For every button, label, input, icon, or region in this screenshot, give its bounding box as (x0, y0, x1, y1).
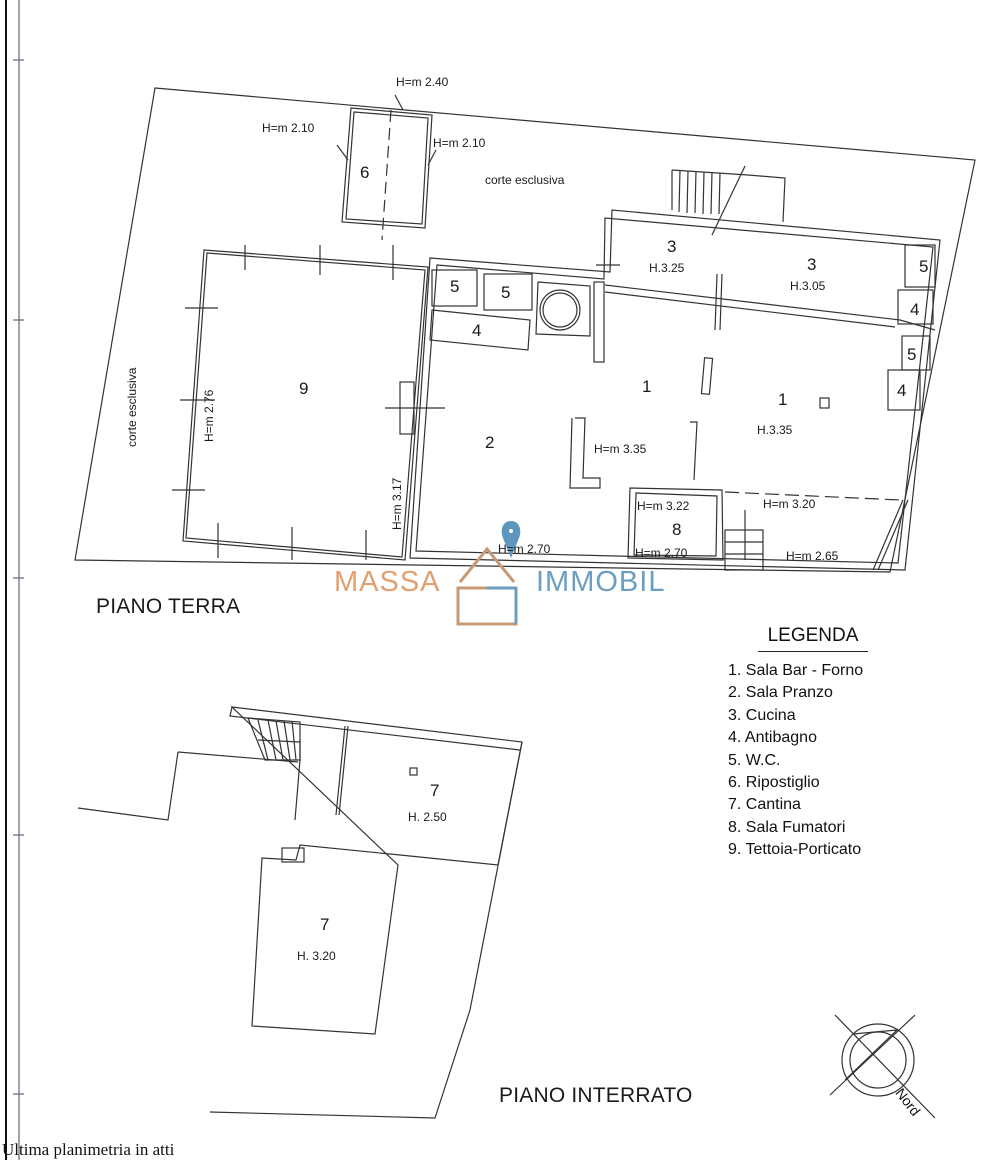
room-number-9: 9 (299, 379, 309, 398)
height-label: H=m 2.65 (786, 549, 839, 563)
watermark-massa: MASSA (334, 566, 441, 598)
room-number-3: 3 (667, 237, 677, 256)
room-number-1: 1 (642, 377, 652, 396)
room-number-4: 4 (910, 300, 920, 319)
legend-item: 7. Cantina (728, 796, 801, 814)
court-label-vertical: corte esclusiva (125, 367, 139, 447)
height-label: H. 3.20 (297, 949, 336, 963)
room-number-1: 1 (778, 390, 788, 409)
height-label-vertical: H=m 2.76 (202, 389, 216, 442)
height-label: H.3.05 (790, 279, 826, 293)
basement-title: PIANO INTERRATO (499, 1084, 693, 1107)
legend-item: 2. Sala Pranzo (728, 684, 833, 702)
height-label: H=m 2.70 (635, 546, 688, 560)
legend-item: 5. W.C. (728, 751, 781, 769)
room-number-5: 5 (450, 277, 460, 296)
watermark-immobil: IMMOBIL (536, 566, 666, 598)
height-label: H=m 2.10 (262, 121, 315, 135)
legend-list: 1. Sala Bar - Forno 2. Sala Pranzo 3. Cu… (728, 660, 898, 862)
legend-item: 9. Tettoia-Porticato (728, 841, 862, 859)
footer-note: Ultima planimetria in atti (2, 1140, 175, 1159)
height-label: H=m 3.22 (637, 499, 690, 513)
room-number-4: 4 (472, 321, 482, 340)
legend: LEGENDA 1. Sala Bar - Forno 2. Sala Pran… (728, 625, 898, 862)
room-number-3: 3 (807, 255, 817, 274)
room-number-5: 5 (907, 345, 917, 364)
legend-item: 6. Ripostiglio (728, 774, 820, 792)
room-number-8: 8 (672, 520, 682, 539)
height-label: H. 2.50 (408, 810, 447, 824)
legend-item: 1. Sala Bar - Forno (728, 662, 864, 679)
ground-floor-title: PIANO TERRA (96, 595, 241, 618)
height-label: H=m 2.70 (498, 542, 551, 556)
room-number-6: 6 (360, 163, 370, 182)
height-label-vertical: H=m 3.17 (390, 477, 404, 530)
room-number-7: 7 (430, 781, 440, 800)
legend-title: LEGENDA (758, 625, 868, 652)
court-label: corte esclusiva (485, 173, 565, 187)
height-label: H.3.25 (649, 261, 685, 275)
legend-item: 4. Antibagno (728, 729, 817, 747)
height-label: H.3.35 (757, 423, 793, 437)
room-number-2: 2 (485, 433, 495, 452)
legend-item: 8. Sala Fumatori (728, 818, 846, 836)
height-label: H=m 2.10 (433, 136, 486, 150)
legend-item: 3. Cucina (728, 706, 796, 724)
height-label: H=m 3.35 (594, 442, 647, 456)
height-label: H=m 2.40 (396, 75, 449, 89)
room-number-7: 7 (320, 915, 330, 934)
height-label: H=m 3.20 (763, 497, 816, 511)
room-number-5: 5 (919, 257, 929, 276)
room-number-4: 4 (897, 381, 907, 400)
room-number-5: 5 (501, 283, 511, 302)
